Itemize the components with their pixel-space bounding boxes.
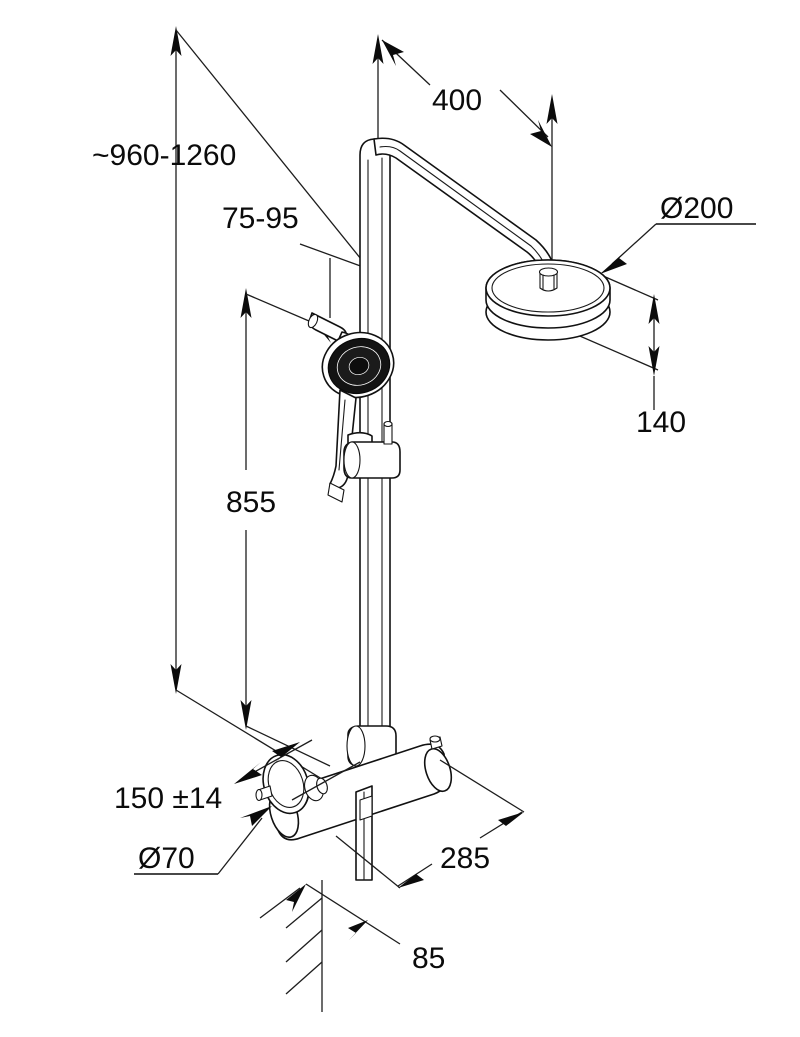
dimension-label-escutcheon-diameter: Ø70: [138, 842, 195, 875]
dimension-label-inlet-spacing: 150 ±14: [114, 782, 222, 815]
dimension-head-diameter: Ø200: [600, 192, 756, 274]
dimension-label-overall-height: ~960-1260: [92, 139, 236, 172]
dimension-wall-projection: 85: [259, 883, 445, 975]
overhead-shower: [485, 259, 611, 341]
dimension-inlet-spacing: 150 ±14: [114, 739, 361, 815]
dimension-overall-height: ~960-1260: [92, 26, 387, 791]
dimension-label-slide-bar-height: 855: [226, 486, 276, 519]
dimension-escutcheon-diameter: [134, 806, 272, 875]
hand-shower: [321, 331, 395, 503]
dimension-label-mixer-width: 285: [440, 842, 490, 875]
wall-section: [285, 880, 323, 1012]
dimension-label-wall-projection: 85: [412, 942, 445, 975]
dimension-label-head-diameter: Ø200: [660, 192, 733, 225]
dimension-label-arm-length: 400: [432, 84, 482, 117]
thermostatic-mixer: [255, 725, 453, 881]
dimension-label-hand-shower-offset: 75-95: [222, 202, 299, 235]
dimension-mixer-width: 285: [335, 759, 525, 889]
dimension-label-head-drop: 140: [636, 406, 686, 439]
dimension-slide-bar-height: 855: [226, 288, 331, 767]
slide-bracket: [343, 420, 401, 479]
dimension-arm-length: 400: [372, 34, 558, 265]
